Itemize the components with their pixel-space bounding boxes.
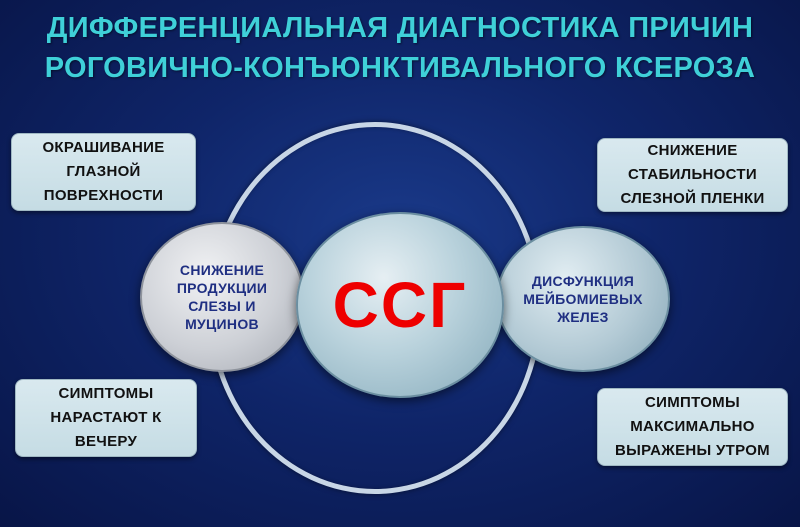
circle-line: СЛЕЗЫ И xyxy=(188,298,256,314)
circle-meibomian-dysfunction-label: ДИСФУНКЦИЯ МЕЙБОМИЕВЫХ ЖЕЛЕЗ xyxy=(518,272,648,326)
circle-line: МУЦИНОВ xyxy=(185,316,259,332)
circle-center-ssg: ССГ xyxy=(296,212,504,398)
box-line: ОКРАШИВАНИЕ xyxy=(42,139,165,156)
box-line: СЛЕЗНОЙ ПЛЕНКИ xyxy=(620,190,765,207)
box-line: СТАБИЛЬНОСТИ xyxy=(628,166,757,183)
box-line: СИМПТОМЫ xyxy=(58,385,154,402)
circle-line: МЕЙБОМИЕВЫХ xyxy=(523,291,643,307)
circle-tear-production: СНИЖЕНИЕ ПРОДУКЦИИ СЛЕЗЫ И МУЦИНОВ xyxy=(140,222,304,372)
circle-line: ДИСФУНКЦИЯ xyxy=(531,273,635,289)
circle-meibomian-dysfunction: ДИСФУНКЦИЯ МЕЙБОМИЕВЫХ ЖЕЛЕЗ xyxy=(496,226,670,372)
box-line: ГЛАЗНОЙ xyxy=(66,163,141,180)
box-line: СИМПТОМЫ xyxy=(645,394,740,411)
circle-line: ЖЕЛЕЗ xyxy=(557,309,609,325)
box-line: ВЕЧЕРУ xyxy=(74,433,138,450)
box-line: ПОВРЕХНОСТИ xyxy=(43,187,164,204)
circle-line: СНИЖЕНИЕ xyxy=(179,262,265,278)
circle-tear-production-label: СНИЖЕНИЕ ПРОДУКЦИИ СЛЕЗЫ И МУЦИНОВ xyxy=(162,261,282,333)
box-symptoms-morning: СИМПТОМЫ МАКСИМАЛЬНО ВЫРАЖЕНЫ УТРОМ xyxy=(597,388,788,466)
box-surface-staining: ОКРАШИВАНИЕ ГЛАЗНОЙ ПОВРЕХНОСТИ xyxy=(11,133,196,211)
box-line: ВЫРАЖЕНЫ УТРОМ xyxy=(615,442,770,459)
center-label: ССГ xyxy=(332,269,468,341)
title-line-1: ДИФФЕРЕНЦИАЛЬНАЯ ДИАГНОСТИКА ПРИЧИН xyxy=(46,12,754,44)
circle-line: ПРОДУКЦИИ xyxy=(176,280,268,296)
box-line: СНИЖЕНИЕ xyxy=(647,142,738,159)
title-line-2: РОГОВИЧНО-КОНЪЮНКТИВАЛЬНОГО КСЕРОЗА xyxy=(44,52,756,84)
box-tear-film-stability: СНИЖЕНИЕ СТАБИЛЬНОСТИ СЛЕЗНОЙ ПЛЕНКИ xyxy=(597,138,788,212)
slide-title: ДИФФЕРЕНЦИАЛЬНАЯ ДИАГНОСТИКА ПРИЧИН РОГО… xyxy=(0,8,800,88)
box-line: МАКСИМАЛЬНО xyxy=(630,418,755,435)
box-line: НАРАСТАЮТ К xyxy=(50,409,162,426)
box-symptoms-evening: СИМПТОМЫ НАРАСТАЮТ К ВЕЧЕРУ xyxy=(15,379,197,457)
